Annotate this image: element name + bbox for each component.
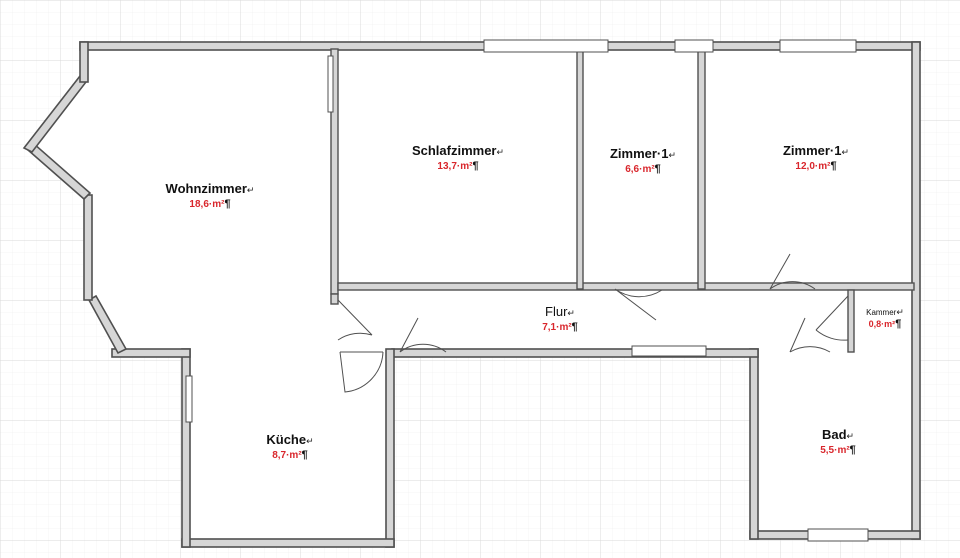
doors xyxy=(337,253,849,393)
room-area: 13,7·m² xyxy=(437,161,473,172)
room-name: Wohnzimmer xyxy=(165,181,247,196)
room-area: 12,0·m² xyxy=(795,161,831,172)
room-schlafzimmer: Schlafzimmer↵ 13,7·m²¶ xyxy=(412,143,504,173)
paragraph-mark: ¶ xyxy=(224,198,231,210)
paragraph-mark: ¶ xyxy=(895,318,902,330)
paragraph-mark: ¶ xyxy=(301,449,308,461)
room-area: 7,1·m² xyxy=(542,322,572,333)
line-break-mark: ↵ xyxy=(306,436,314,446)
line-break-mark: ↵ xyxy=(841,147,850,157)
room-zimmer-b: Zimmer·1↵ 12,0·m²¶ xyxy=(783,143,849,173)
line-break-mark: ↵ xyxy=(246,185,255,195)
room-kueche: Küche↵ 8,7·m²¶ xyxy=(266,432,313,462)
room-bad: Bad↵ 5,5·m²¶ xyxy=(820,427,856,457)
line-break-mark: ↵ xyxy=(567,308,575,318)
paragraph-mark: ¶ xyxy=(571,321,578,333)
room-area: 18,6·m² xyxy=(189,199,225,210)
line-break-mark: ↵ xyxy=(896,307,904,317)
line-break-mark: ↵ xyxy=(846,431,855,441)
room-kammer: Kammer↵ 0,8·m²¶ xyxy=(866,307,904,330)
room-name: Küche xyxy=(266,432,307,447)
paragraph-mark: ¶ xyxy=(849,444,856,456)
room-floors xyxy=(33,49,914,541)
room-name: Schlafzimmer xyxy=(411,143,497,158)
room-name: Zimmer·1 xyxy=(782,143,842,158)
paragraph-mark: ¶ xyxy=(654,163,661,175)
room-zimmer-a: Zimmer·1↵ 6,6·m²¶ xyxy=(610,146,676,176)
room-flur: Flur↵ 7,1·m²¶ xyxy=(542,304,578,334)
room-name: Kammer xyxy=(866,308,897,317)
room-name: Zimmer·1 xyxy=(609,146,669,161)
room-name: Flur xyxy=(545,304,568,319)
room-name: Bad xyxy=(821,427,847,442)
windows xyxy=(185,39,869,542)
room-area: 0,8·m² xyxy=(868,319,896,329)
paragraph-mark: ¶ xyxy=(472,160,479,172)
room-wohnzimmer: Wohnzimmer↵ 18,6·m²¶ xyxy=(166,181,255,211)
line-break-mark: ↵ xyxy=(668,150,677,160)
room-area: 6,6·m² xyxy=(625,164,655,175)
paragraph-mark: ¶ xyxy=(830,160,837,172)
line-break-mark: ↵ xyxy=(496,147,505,157)
room-area: 5,5·m² xyxy=(820,445,850,456)
room-area: 8,7·m² xyxy=(272,450,302,461)
